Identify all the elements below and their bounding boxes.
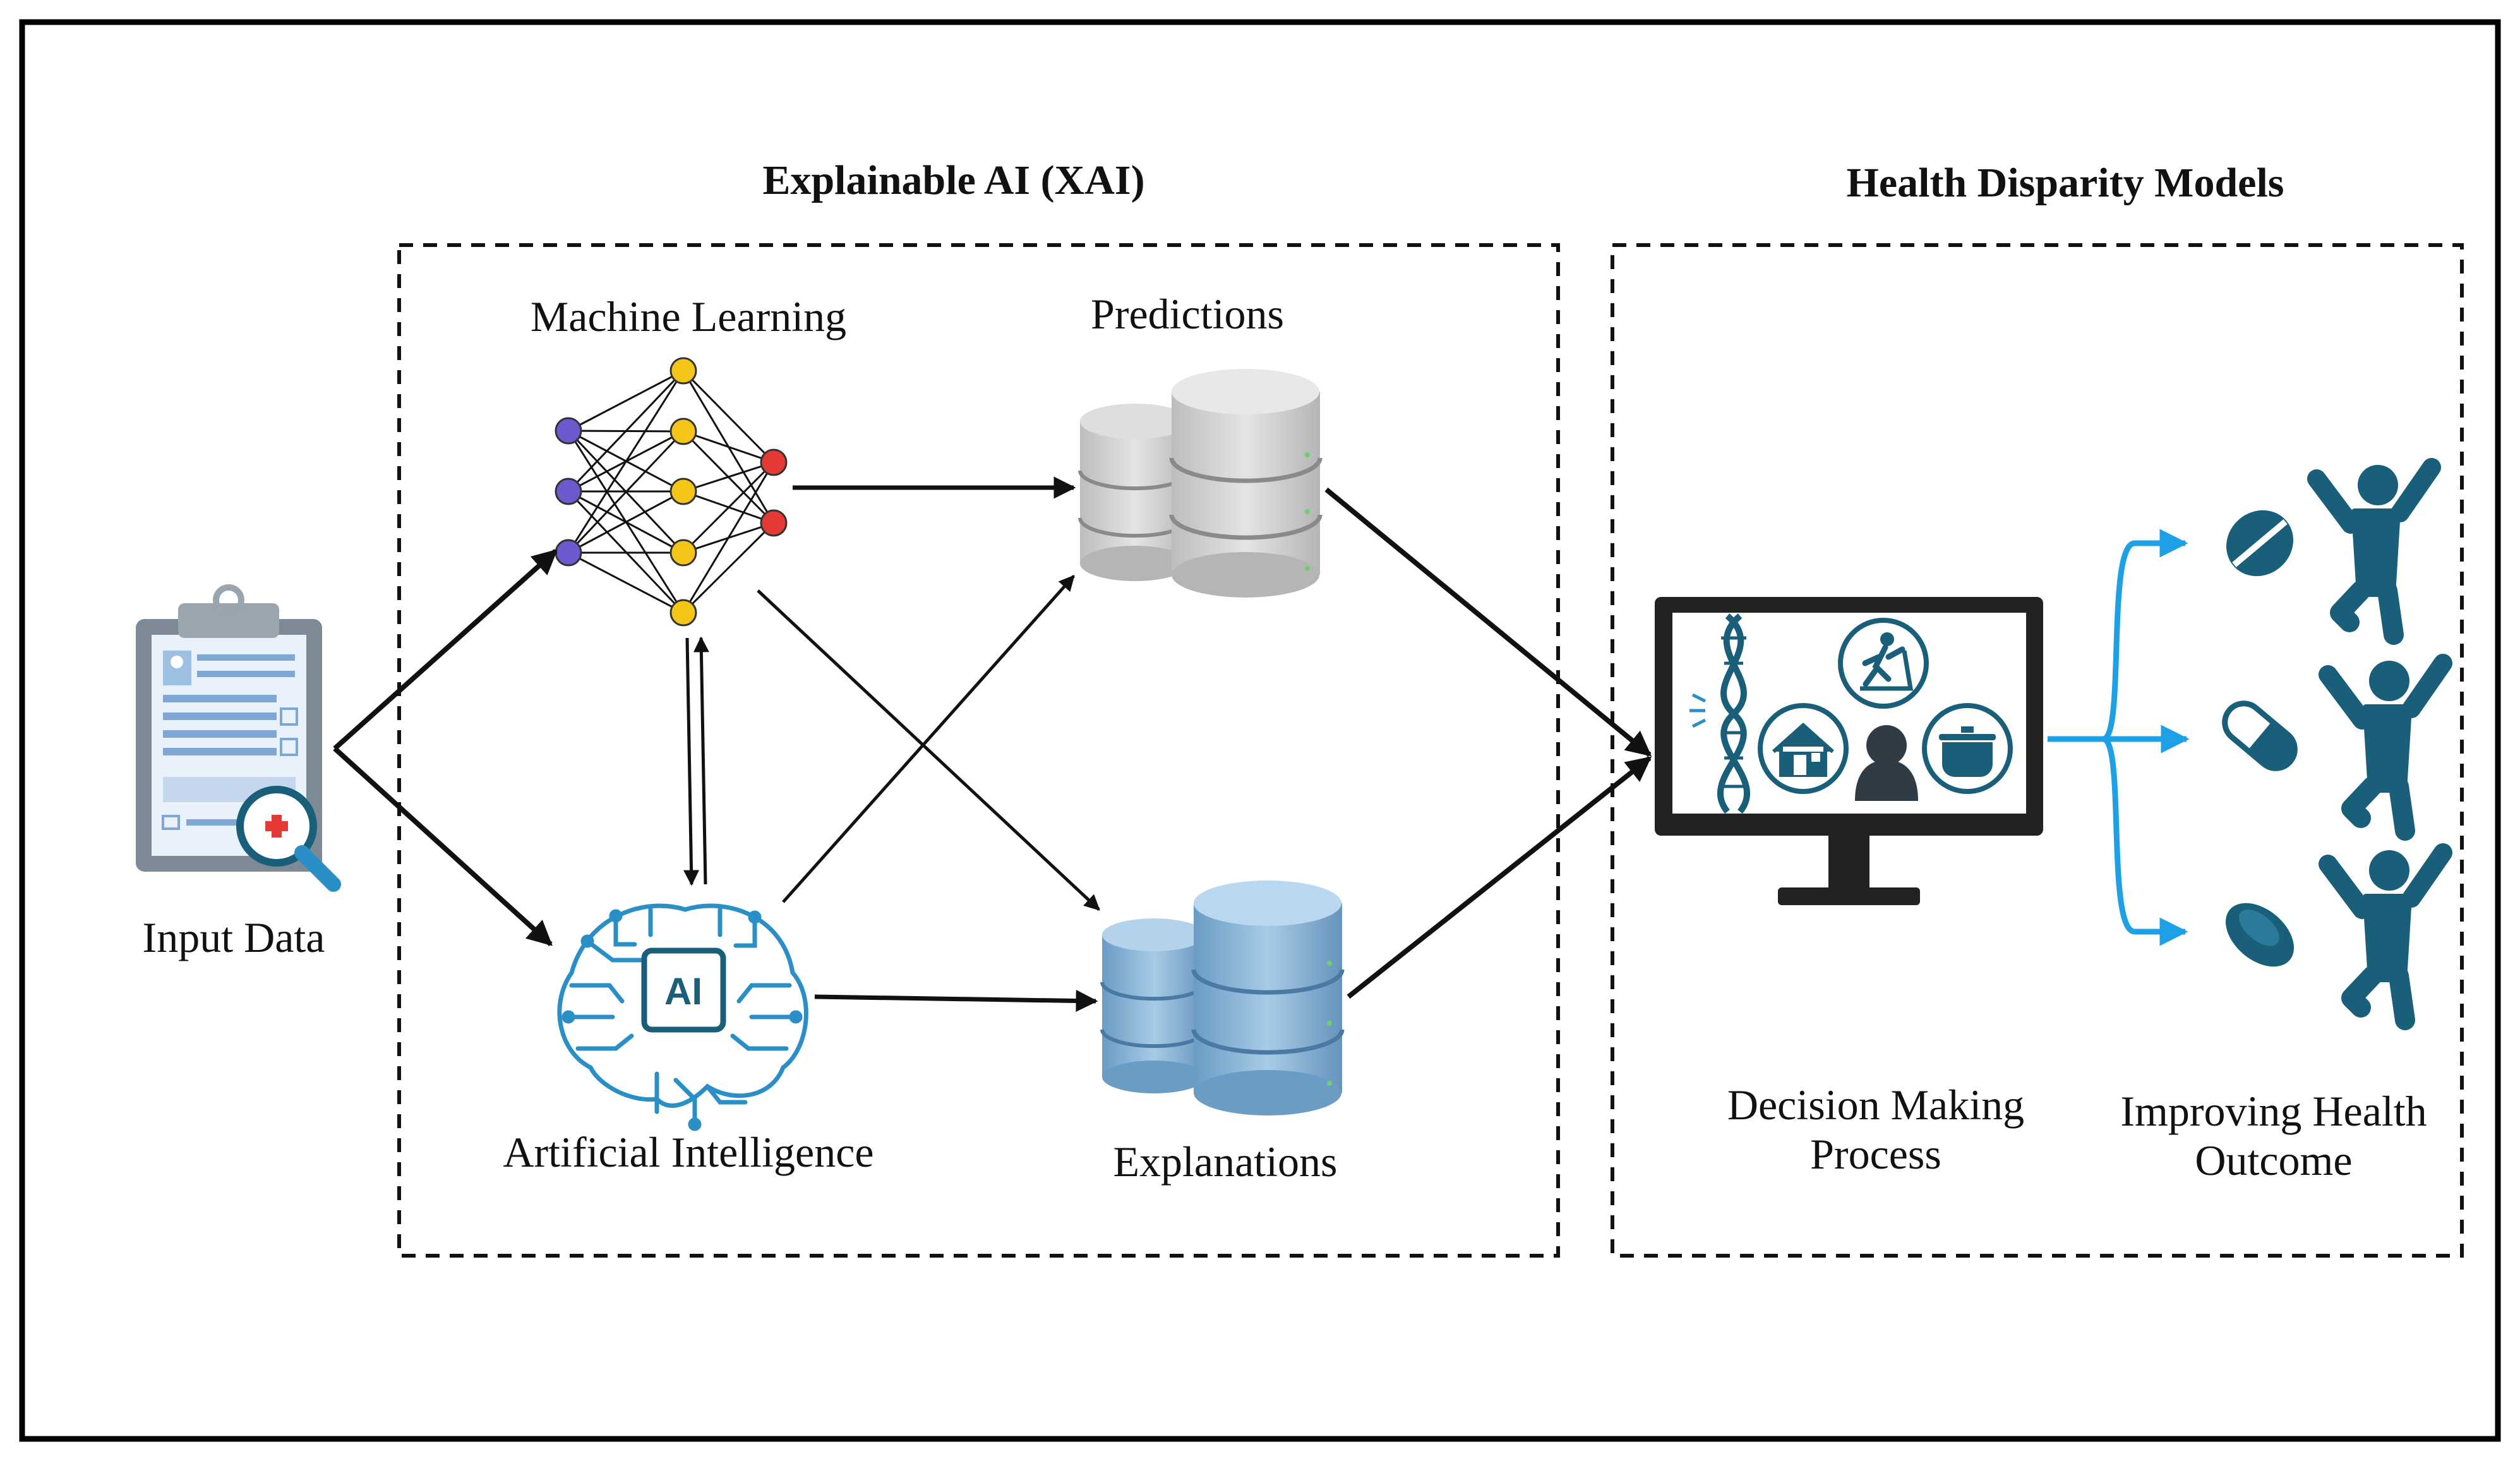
arrow-input-to-ai bbox=[333, 747, 553, 946]
pill-icon bbox=[2226, 510, 2293, 577]
monitor-icon bbox=[1655, 597, 2043, 905]
arrow-ml-to-explanations bbox=[757, 589, 1100, 911]
explanations-label: Explanations bbox=[1113, 1138, 1338, 1186]
outcome-branch-arrows bbox=[2048, 529, 2190, 946]
active-person-icon bbox=[2307, 458, 2452, 1030]
xai-group-box bbox=[397, 243, 1560, 1258]
neural-network-icon bbox=[555, 357, 788, 627]
ai-brain-circuit-icon bbox=[557, 903, 808, 1131]
improving-health-label: Improving Health Outcome bbox=[2120, 1087, 2427, 1185]
decision-making-label: Decision Making Process bbox=[1727, 1081, 2025, 1179]
hdm-group-box bbox=[1611, 243, 2464, 1258]
machine-learning-label: Machine Learning bbox=[530, 292, 847, 340]
database-gray-icon bbox=[1078, 369, 1323, 598]
arrow-input-to-ml bbox=[333, 549, 558, 750]
outer-frame bbox=[19, 19, 2501, 1442]
arrow-predictions-to-monitor bbox=[1324, 487, 1652, 757]
ai-chip-label: AI bbox=[664, 970, 702, 1013]
clipboard-medical-record-icon bbox=[136, 584, 341, 892]
arrow-explanations-to-monitor bbox=[1347, 755, 1652, 999]
artificial-intelligence-label: Artificial Intelligence bbox=[503, 1128, 874, 1176]
capsule-icon bbox=[2222, 700, 2298, 771]
tablet-icon bbox=[2225, 903, 2295, 967]
arrow-ai-to-ml bbox=[693, 636, 709, 885]
arrow-ai-to-explanations bbox=[814, 990, 1098, 1013]
flow-arrows bbox=[333, 476, 1652, 1013]
predictions-label: Predictions bbox=[1091, 290, 1284, 338]
xai-group-title: Explainable AI (XAI) bbox=[762, 157, 1145, 203]
arrow-ml-to-ai bbox=[683, 637, 700, 886]
database-blue-icon bbox=[1100, 881, 1345, 1115]
input-data-label: Input Data bbox=[142, 913, 325, 961]
health-disparity-group-title: Health Disparity Models bbox=[1846, 160, 2284, 206]
arrow-ai-to-predictions bbox=[782, 575, 1075, 903]
